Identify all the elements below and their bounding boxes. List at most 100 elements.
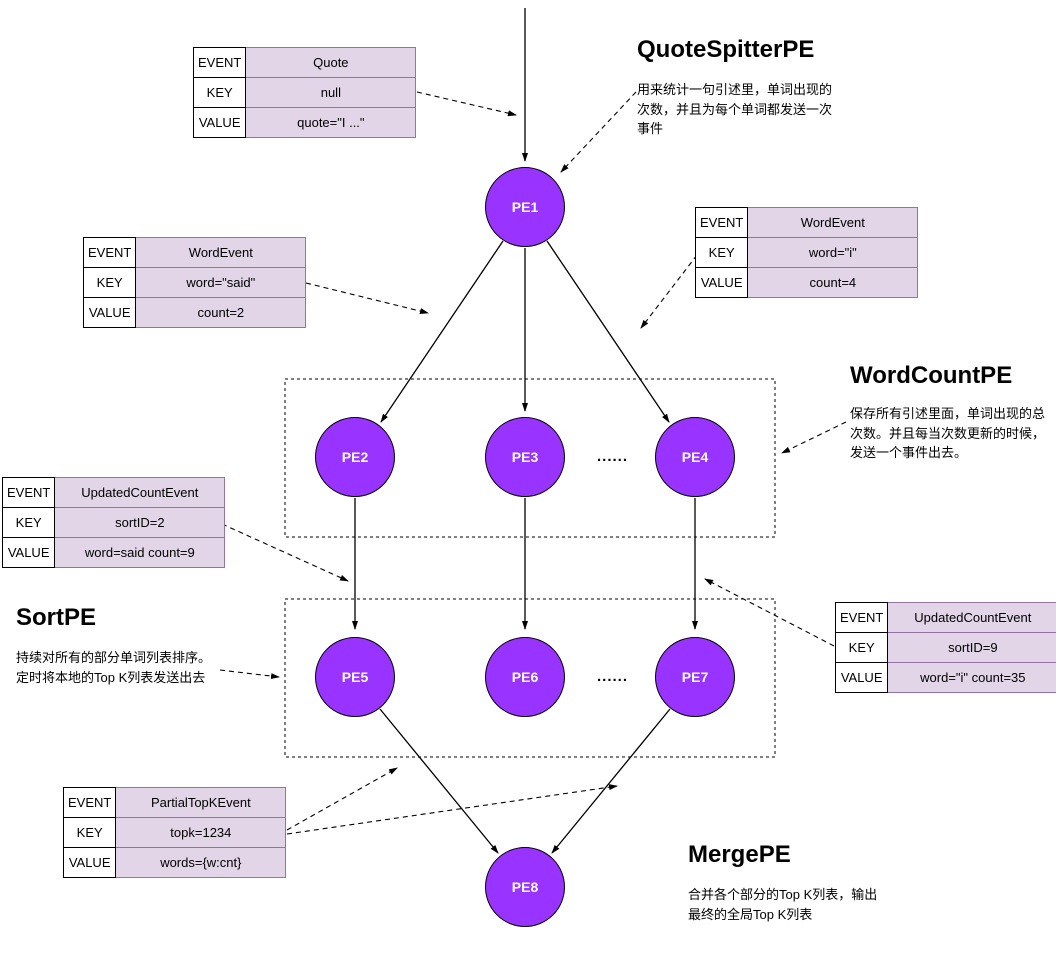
row-value: word="said" xyxy=(135,267,307,298)
row-value: WordEvent xyxy=(135,237,307,268)
edge-pe5-pe8 xyxy=(379,708,499,854)
row-label: VALUE xyxy=(82,297,137,328)
row-label: EVENT xyxy=(1,477,56,508)
note-sortpe: 持续对所有的部分单词列表排序。 定时将本地的Top K列表发送出去 xyxy=(16,650,212,685)
node-pe7: PE7 xyxy=(655,637,735,717)
node-label: PE2 xyxy=(341,449,369,465)
row-label: EVENT xyxy=(82,237,137,268)
row-value: sortID=2 xyxy=(54,507,226,538)
row-label: VALUE xyxy=(834,662,889,693)
row-label: EVENT xyxy=(694,207,749,238)
row-label: KEY xyxy=(694,237,749,268)
node-pe1: PE1 xyxy=(485,167,565,247)
row-label: VALUE xyxy=(62,847,117,878)
node-pe4: PE4 xyxy=(655,417,735,497)
note-mergepe: 合并各个部分的Top K列表，输出 最终的全局Top K列表 xyxy=(688,887,878,922)
edge-pe1-pe2 xyxy=(380,240,504,423)
row-label: KEY xyxy=(192,77,247,108)
row-value: word=said count=9 xyxy=(54,537,226,568)
row-label: KEY xyxy=(834,632,889,663)
row-label: VALUE xyxy=(694,267,749,298)
row-value: UpdatedCountEvent xyxy=(887,602,1056,633)
pointer-updatedcount-right xyxy=(704,578,835,647)
row-label: VALUE xyxy=(192,107,247,138)
row-label: VALUE xyxy=(1,537,56,568)
title-mergepe: MergePE xyxy=(688,841,791,868)
pointer-sort-note xyxy=(219,669,280,680)
pointer-partialtopk-left xyxy=(286,767,398,831)
title-wordcountpe: WordCountPE xyxy=(850,362,1013,389)
row-value: count=4 xyxy=(747,267,919,298)
pointer-quote-table xyxy=(416,91,517,117)
row-value: UpdatedCountEvent xyxy=(54,477,226,508)
node-pe5: PE5 xyxy=(315,637,395,717)
pointer-quotespitter-note xyxy=(560,91,637,173)
node-label: PE8 xyxy=(511,879,539,895)
node-label: PE5 xyxy=(341,669,369,685)
row-value: quote="I ..." xyxy=(245,107,417,138)
node-label: PE3 xyxy=(511,449,539,465)
node-label: PE1 xyxy=(511,199,539,215)
edge-pe7-pe8 xyxy=(551,708,671,854)
row-label: EVENT xyxy=(192,47,247,78)
row-value: sortID=9 xyxy=(887,632,1056,663)
note-wordcountpe: 保存所有引述里面，单词出现的总 次数。并且每当次数更新的时候， 发送一个事件出去… xyxy=(850,406,1046,460)
node-pe2: PE2 xyxy=(315,417,395,497)
pointer-wordcount-note xyxy=(781,421,847,454)
title-quotespitterpe: QuoteSpitterPE xyxy=(637,36,815,63)
row-value: null xyxy=(245,77,417,108)
node-pe6: PE6 xyxy=(485,637,565,717)
node-pe3: PE3 xyxy=(485,417,565,497)
row-label: KEY xyxy=(1,507,56,538)
row-label: EVENT xyxy=(62,787,117,818)
edge-pe1-pe4 xyxy=(546,240,670,423)
row-label: KEY xyxy=(62,817,117,848)
node-label: PE6 xyxy=(511,669,539,685)
row-label: EVENT xyxy=(834,602,889,633)
pointer-partialtopk-right xyxy=(286,784,618,835)
ellipsis-sort-row: ...... xyxy=(597,668,629,685)
ellipsis-wordcount-row: ...... xyxy=(597,448,629,465)
row-value: WordEvent xyxy=(747,207,919,238)
row-value: topk=1234 xyxy=(115,817,287,848)
note-quotespitterpe: 用来统计一句引述里，单词出现的 次数，并且为每个单词都发送一次 事件 xyxy=(637,82,833,136)
row-label: KEY xyxy=(82,267,137,298)
title-sortpe: SortPE xyxy=(16,604,97,631)
node-label: PE4 xyxy=(681,449,709,465)
row-value: word="i" xyxy=(747,237,919,268)
pointer-wordevent-left xyxy=(305,282,429,315)
row-value: PartialTopKEvent xyxy=(115,787,287,818)
node-pe8: PE8 xyxy=(485,847,565,927)
row-value: words={w:cnt} xyxy=(115,847,287,878)
node-label: PE7 xyxy=(681,669,709,685)
row-value: word="i" count=35 xyxy=(887,662,1056,693)
row-value: Quote xyxy=(245,47,417,78)
row-value: count=2 xyxy=(135,297,307,328)
